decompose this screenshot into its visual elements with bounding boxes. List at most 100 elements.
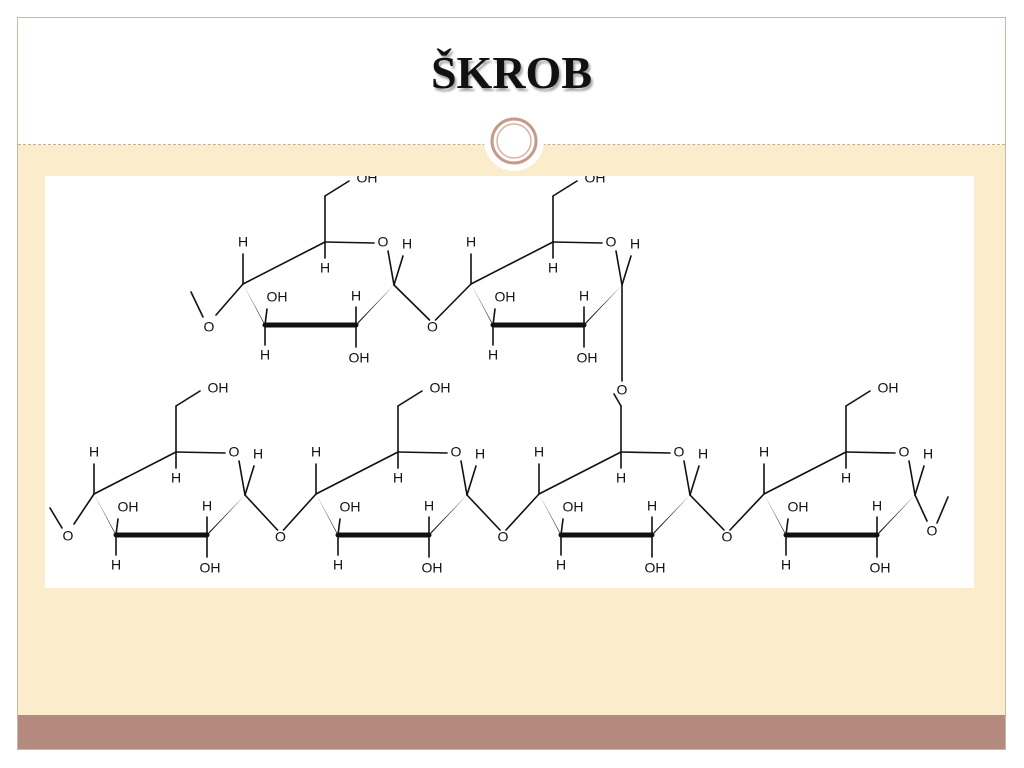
- ring-top-1-ring-oxygen: O: [378, 234, 389, 250]
- ring-bottom-1-h-c1: H: [253, 446, 263, 462]
- ring-bottom-2-oh-c2: OH: [422, 560, 443, 576]
- ring-bottom-2-h-c2: H: [424, 498, 434, 514]
- ring-bottom-3-wedge-c4-c3: [539, 494, 563, 538]
- ring-top-1-bond-c5-c4: [242, 241, 326, 285]
- ring-bottom-3-h-c5: H: [616, 470, 626, 486]
- chain-end-bottom-right-oxygen: O: [927, 523, 938, 539]
- chain-end-bottom-right-stub: [936, 496, 949, 524]
- ring-top-2-bond-c6-oh: [552, 180, 578, 197]
- ring-top-2-oh-c6: OH: [585, 176, 606, 186]
- glycosidic-bond-bottom-2a: [466, 494, 501, 531]
- ring-bottom-3-bond-c5-c4: [538, 451, 622, 495]
- glycosidic-oxygen-bottom-3: O: [722, 529, 733, 545]
- ring-top-2-h-c4: H: [466, 234, 476, 250]
- ring-bottom-1-wedge-c4-c3: [94, 494, 118, 538]
- ring-bottom-3-oh-c2: OH: [645, 560, 666, 576]
- ring-top-1-oh-c3: OH: [267, 289, 288, 305]
- ring-top-2-bond-c1-h: [621, 255, 632, 286]
- ring-bottom-3-wedge-c1-c2: [650, 495, 690, 538]
- chain-end-bottom-left-bond: [73, 493, 95, 525]
- ring-top-1-h-c4: H: [238, 234, 248, 250]
- ring-bottom-1-bond-o-c1: [238, 460, 246, 496]
- glycosidic-oxygen-bottom-2: O: [498, 529, 509, 545]
- ring-top-2-h-c1: H: [630, 236, 640, 252]
- ring-bottom-3-h-c2: H: [647, 498, 657, 514]
- glycosidic-bond-bottom-3a: [689, 494, 725, 531]
- glycosidic-bond-bottom-3b: [729, 493, 765, 531]
- ring-bottom-4-h-c1: H: [923, 446, 933, 462]
- ring-bottom-4-wedge-c1-c2: [875, 495, 915, 538]
- ring-bottom-2-bond-o-c1: [460, 460, 468, 496]
- ring-top-2-bond-c3-oh: [492, 308, 496, 326]
- ring-top-1-h-c2: H: [351, 288, 361, 304]
- glycosidic-bond-bottom-1a: [244, 494, 279, 531]
- ring-top-1-oh-c6: OH: [357, 176, 378, 186]
- ring-bottom-3-h-c1: H: [698, 446, 708, 462]
- ring-top-1-bond-c6-oh: [324, 180, 350, 197]
- ring-bottom-1-ring-oxygen: O: [229, 444, 240, 460]
- ring-bottom-3-bond-c1-h: [689, 465, 700, 496]
- ring-bottom-3-bond-c3-oh: [560, 518, 564, 536]
- ring-bottom-4-oh-c3: OH: [788, 499, 809, 515]
- ring-top-2-h-c3: H: [488, 347, 498, 363]
- ring-bottom-2-h-c1: H: [475, 446, 485, 462]
- starch-structure-diagram: OHHHOHHHOHHOOHHHOHHHOHHOOHHHOHHHOHHOOHHH…: [49, 170, 949, 576]
- ring-bottom-4-oh-c2: OH: [870, 560, 891, 576]
- ring-top-1-bond-o-c1: [387, 250, 395, 286]
- ring-bottom-2-h-c4: H: [311, 444, 321, 460]
- ring-bottom-1-h-c4: H: [89, 444, 99, 460]
- ring-bottom-1-h-c2: H: [202, 498, 212, 514]
- ring-bottom-2-bond-c6-oh: [397, 390, 423, 407]
- ring-bottom-1-bond-c6-oh: [175, 390, 201, 407]
- ring-bottom-3-oh-c3: OH: [563, 499, 584, 515]
- ring-bottom-4-bond-c5-c4: [763, 451, 847, 495]
- ring-bottom-1-bond-c1-h: [244, 465, 255, 496]
- glycosidic-oxygen-top-1: O: [427, 319, 438, 335]
- ring-top-1-bond-c5-o: [324, 241, 375, 244]
- glycosidic-bond-top-1a: [393, 284, 431, 321]
- ring-bottom-2-wedge-c1-c2: [427, 495, 467, 538]
- ring-bottom-4-oh-c6: OH: [878, 380, 899, 396]
- ring-bottom-2-h-c3: H: [333, 557, 343, 573]
- ring-bottom-2-h-c5: H: [393, 470, 403, 486]
- ring-bottom-4-h-c2: H: [872, 498, 882, 514]
- ring-top-2-wedge-c4-c3: [471, 284, 495, 328]
- ring-top-2-ring-oxygen: O: [606, 234, 617, 250]
- ring-bottom-1-wedge-c1-c2: [205, 495, 245, 538]
- ring-bottom-2-bond-c1-h: [466, 465, 477, 496]
- ring-bottom-1-oh-c3: OH: [118, 499, 139, 515]
- chain-end-top-left-stub: [190, 291, 204, 318]
- ring-bottom-2-oh-c6: OH: [430, 380, 451, 396]
- ring-top-1-wedge-c4-c3: [243, 284, 267, 328]
- ring-bottom-4-h-c3: H: [781, 557, 791, 573]
- ring-bottom-1-bond-c5-c4: [93, 451, 177, 495]
- chain-end-top-left-bond: [215, 283, 244, 316]
- ring-bottom-1-h-c3: H: [111, 557, 121, 573]
- ring-bottom-4-h-c4: H: [759, 444, 769, 460]
- ring-top-2-oh-c3: OH: [495, 289, 516, 305]
- ring-top-2-wedge-c1-c2: [582, 285, 622, 328]
- ring-bottom-1-oh-c6: OH: [208, 380, 229, 396]
- glycosidic-bond-bottom-1b: [282, 493, 317, 531]
- ring-top-1-h-c3: H: [260, 347, 270, 363]
- ring-bottom-4-bond-o-c1: [908, 460, 916, 496]
- ring-top-1-h-c5: H: [320, 260, 330, 276]
- chain-end-top-left-oxygen: O: [204, 319, 215, 335]
- branch-oxygen: O: [617, 382, 628, 398]
- ring-top-1-oh-c2: OH: [349, 350, 370, 366]
- ring-bottom-2-bond-c5-c4: [315, 451, 399, 495]
- ring-bottom-3-bond-c5-o: [620, 451, 671, 454]
- slide-title: ŠKROB: [430, 47, 593, 98]
- ring-bottom-4-bond-c6-oh: [845, 390, 871, 407]
- chain-end-bottom-right-bond: [914, 494, 928, 522]
- glycosidic-bond-top-1b: [434, 283, 472, 321]
- ring-bottom-1-bond-c3-oh: [115, 518, 119, 536]
- ring-bottom-1-oh-c2: OH: [200, 560, 221, 576]
- ring-bottom-3-ring-oxygen: O: [674, 444, 685, 460]
- circle-ornament-icon: [484, 111, 544, 171]
- ring-bottom-4-wedge-c4-c3: [764, 494, 788, 538]
- ring-bottom-2-bond-c5-o: [397, 451, 448, 454]
- footer-band: [18, 715, 1005, 749]
- ring-bottom-3-bond-o-c1: [683, 460, 691, 496]
- glycosidic-bond-bottom-2b: [505, 493, 540, 531]
